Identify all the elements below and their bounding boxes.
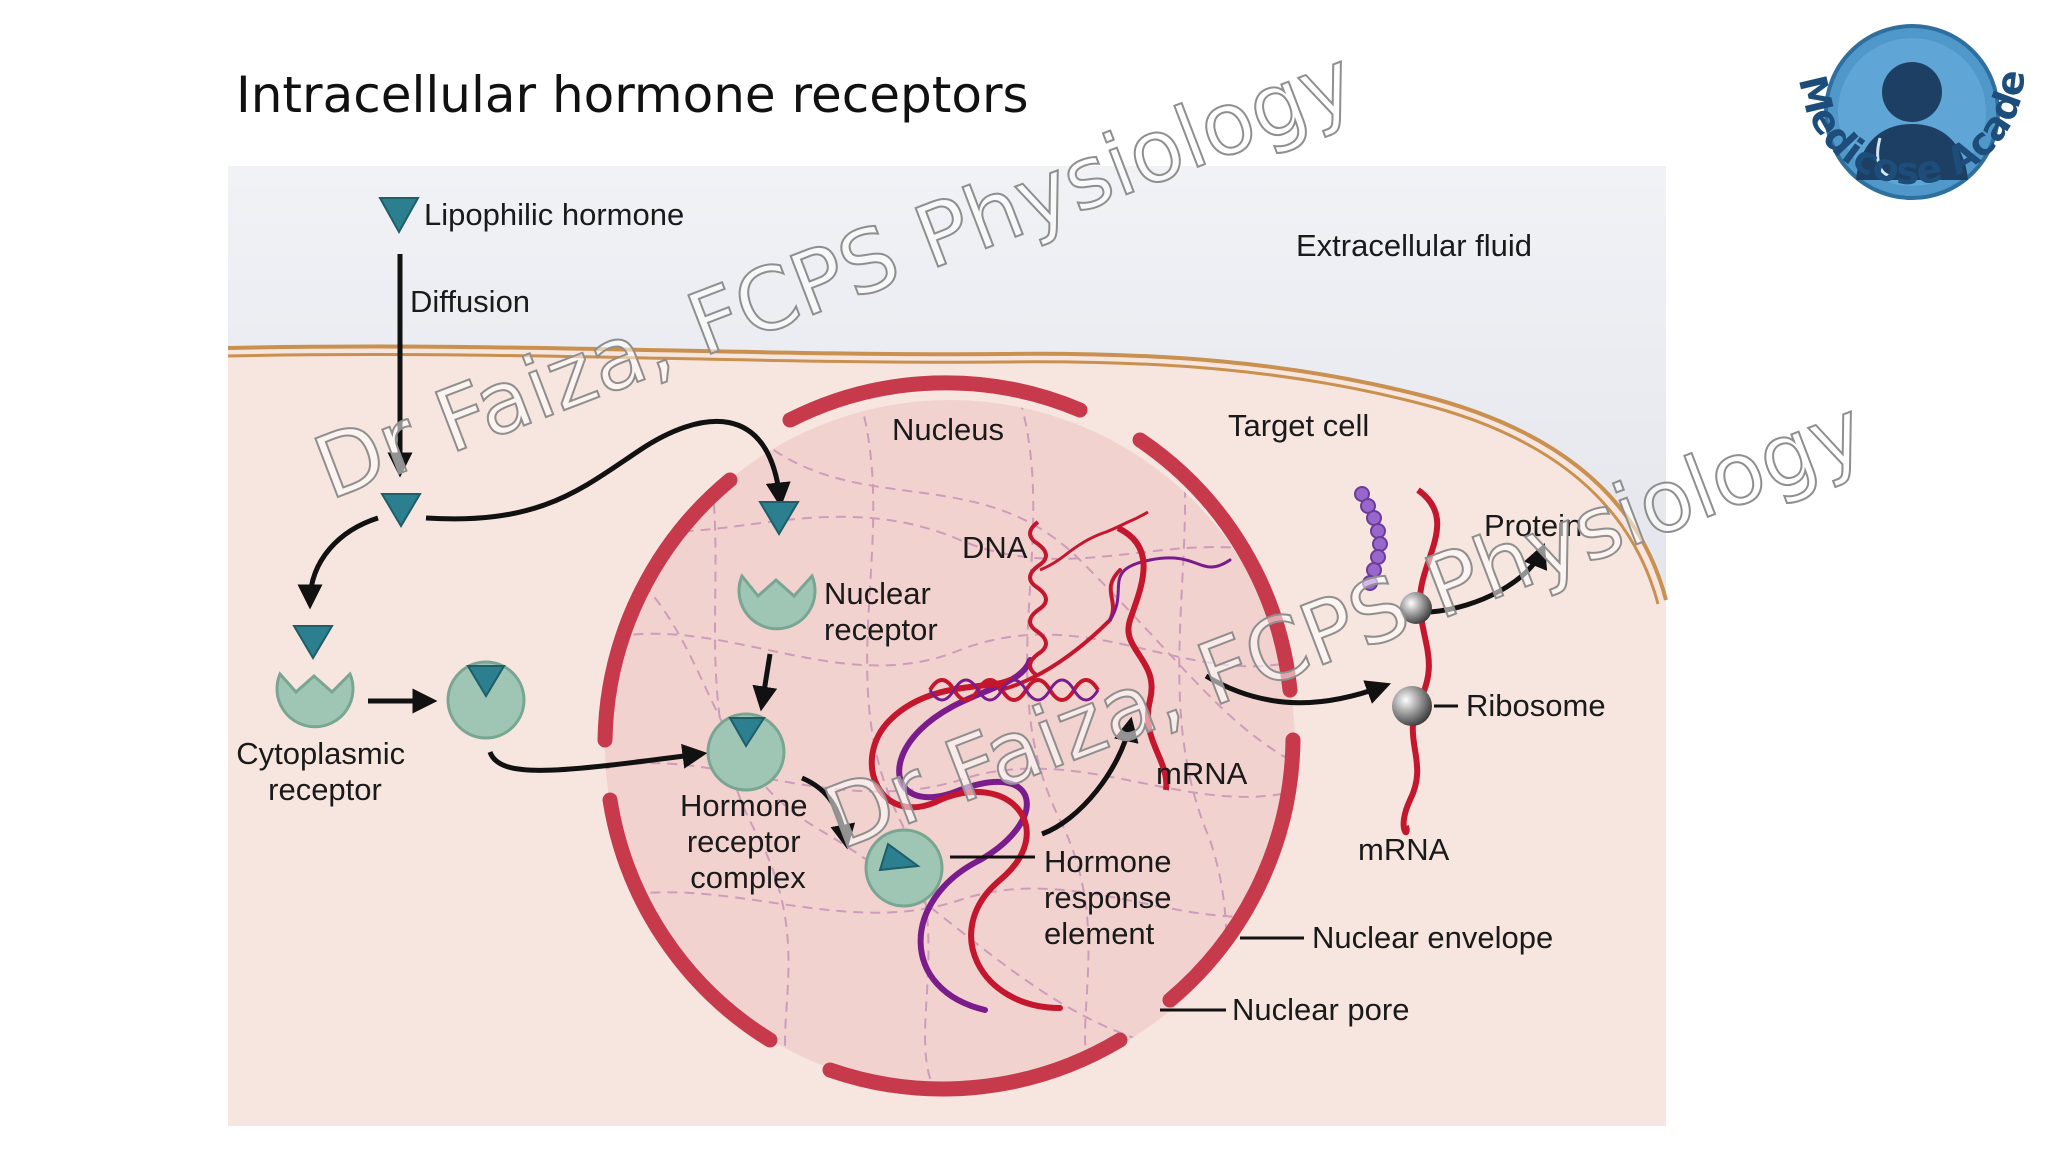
label-nuclear-pore: Nuclear pore [1232,992,1409,1027]
label-ribosome: Ribosome [1466,688,1606,723]
label-hormone-receptor-complex: Hormone receptor complex [680,788,816,895]
arrow-mrna-export [1041,716,1139,837]
leader-lines [950,704,1458,1012]
label-target-cell: Target cell [1228,408,1369,443]
arrow-mrna-to-ribosome [1204,673,1392,706]
nuclear-envelope [597,375,1301,1097]
hormone-receptor-complex-icon [706,712,786,792]
label-nucleus: Nucleus [892,412,1004,447]
hormone-molecules [292,197,800,660]
arrow-complex-to-hre [800,775,856,850]
pathway-arrows [297,254,1548,850]
dna-helix [928,510,1149,702]
hormone-icon [292,625,334,660]
label-protein: Protein [1484,508,1582,543]
label-mrna-cytoplasm: mRNA [1358,832,1450,867]
slide-title: Intracellular hormone receptors [236,66,1029,124]
protein-chain [1354,486,1388,591]
ribosome-upper [1400,592,1432,624]
label-nuclear-envelope: Nuclear envelope [1312,920,1553,955]
hormone-icon [378,197,420,235]
arrow-nuclear-receptor-to-complex [752,653,778,712]
label-extracellular-fluid: Extracellular fluid [1296,228,1532,263]
nuclear-receptor-icon [737,573,817,631]
label-nuclear-receptor: Nuclear receptor [824,576,939,647]
hormone-icon [380,493,422,528]
doctor-avatar-icon [1856,62,1968,180]
mrna-nuclear [1116,525,1170,791]
label-hormone-response-element: Hormone response element [1044,844,1180,951]
dna-strands [868,556,1232,1013]
bound-hormones [466,665,921,872]
arrow-ribosome-to-protein [1429,543,1548,615]
arrow-to-nucleus [425,418,791,522]
cytoplasmic-receptor-icon [275,671,355,729]
label-dna: DNA [962,530,1028,565]
arrow-complex-to-nucleus [487,743,708,773]
cell-membrane-inner [227,352,1660,605]
label-lipophilic-hormone: Lipophilic hormone [424,197,684,232]
ribosome [1392,686,1432,726]
cell-membrane [227,344,1668,601]
arrow-to-cytoplasmic-receptor [297,515,379,610]
hormone-icon [758,501,800,536]
receptors [275,573,944,908]
label-diffusion: Diffusion [410,284,530,319]
receptor-hormone-icon [446,660,526,740]
label-mrna-nucleus: mRNA [1156,756,1248,791]
label-cytoplasmic-receptor: Cytoplasmic receptor [236,736,413,807]
